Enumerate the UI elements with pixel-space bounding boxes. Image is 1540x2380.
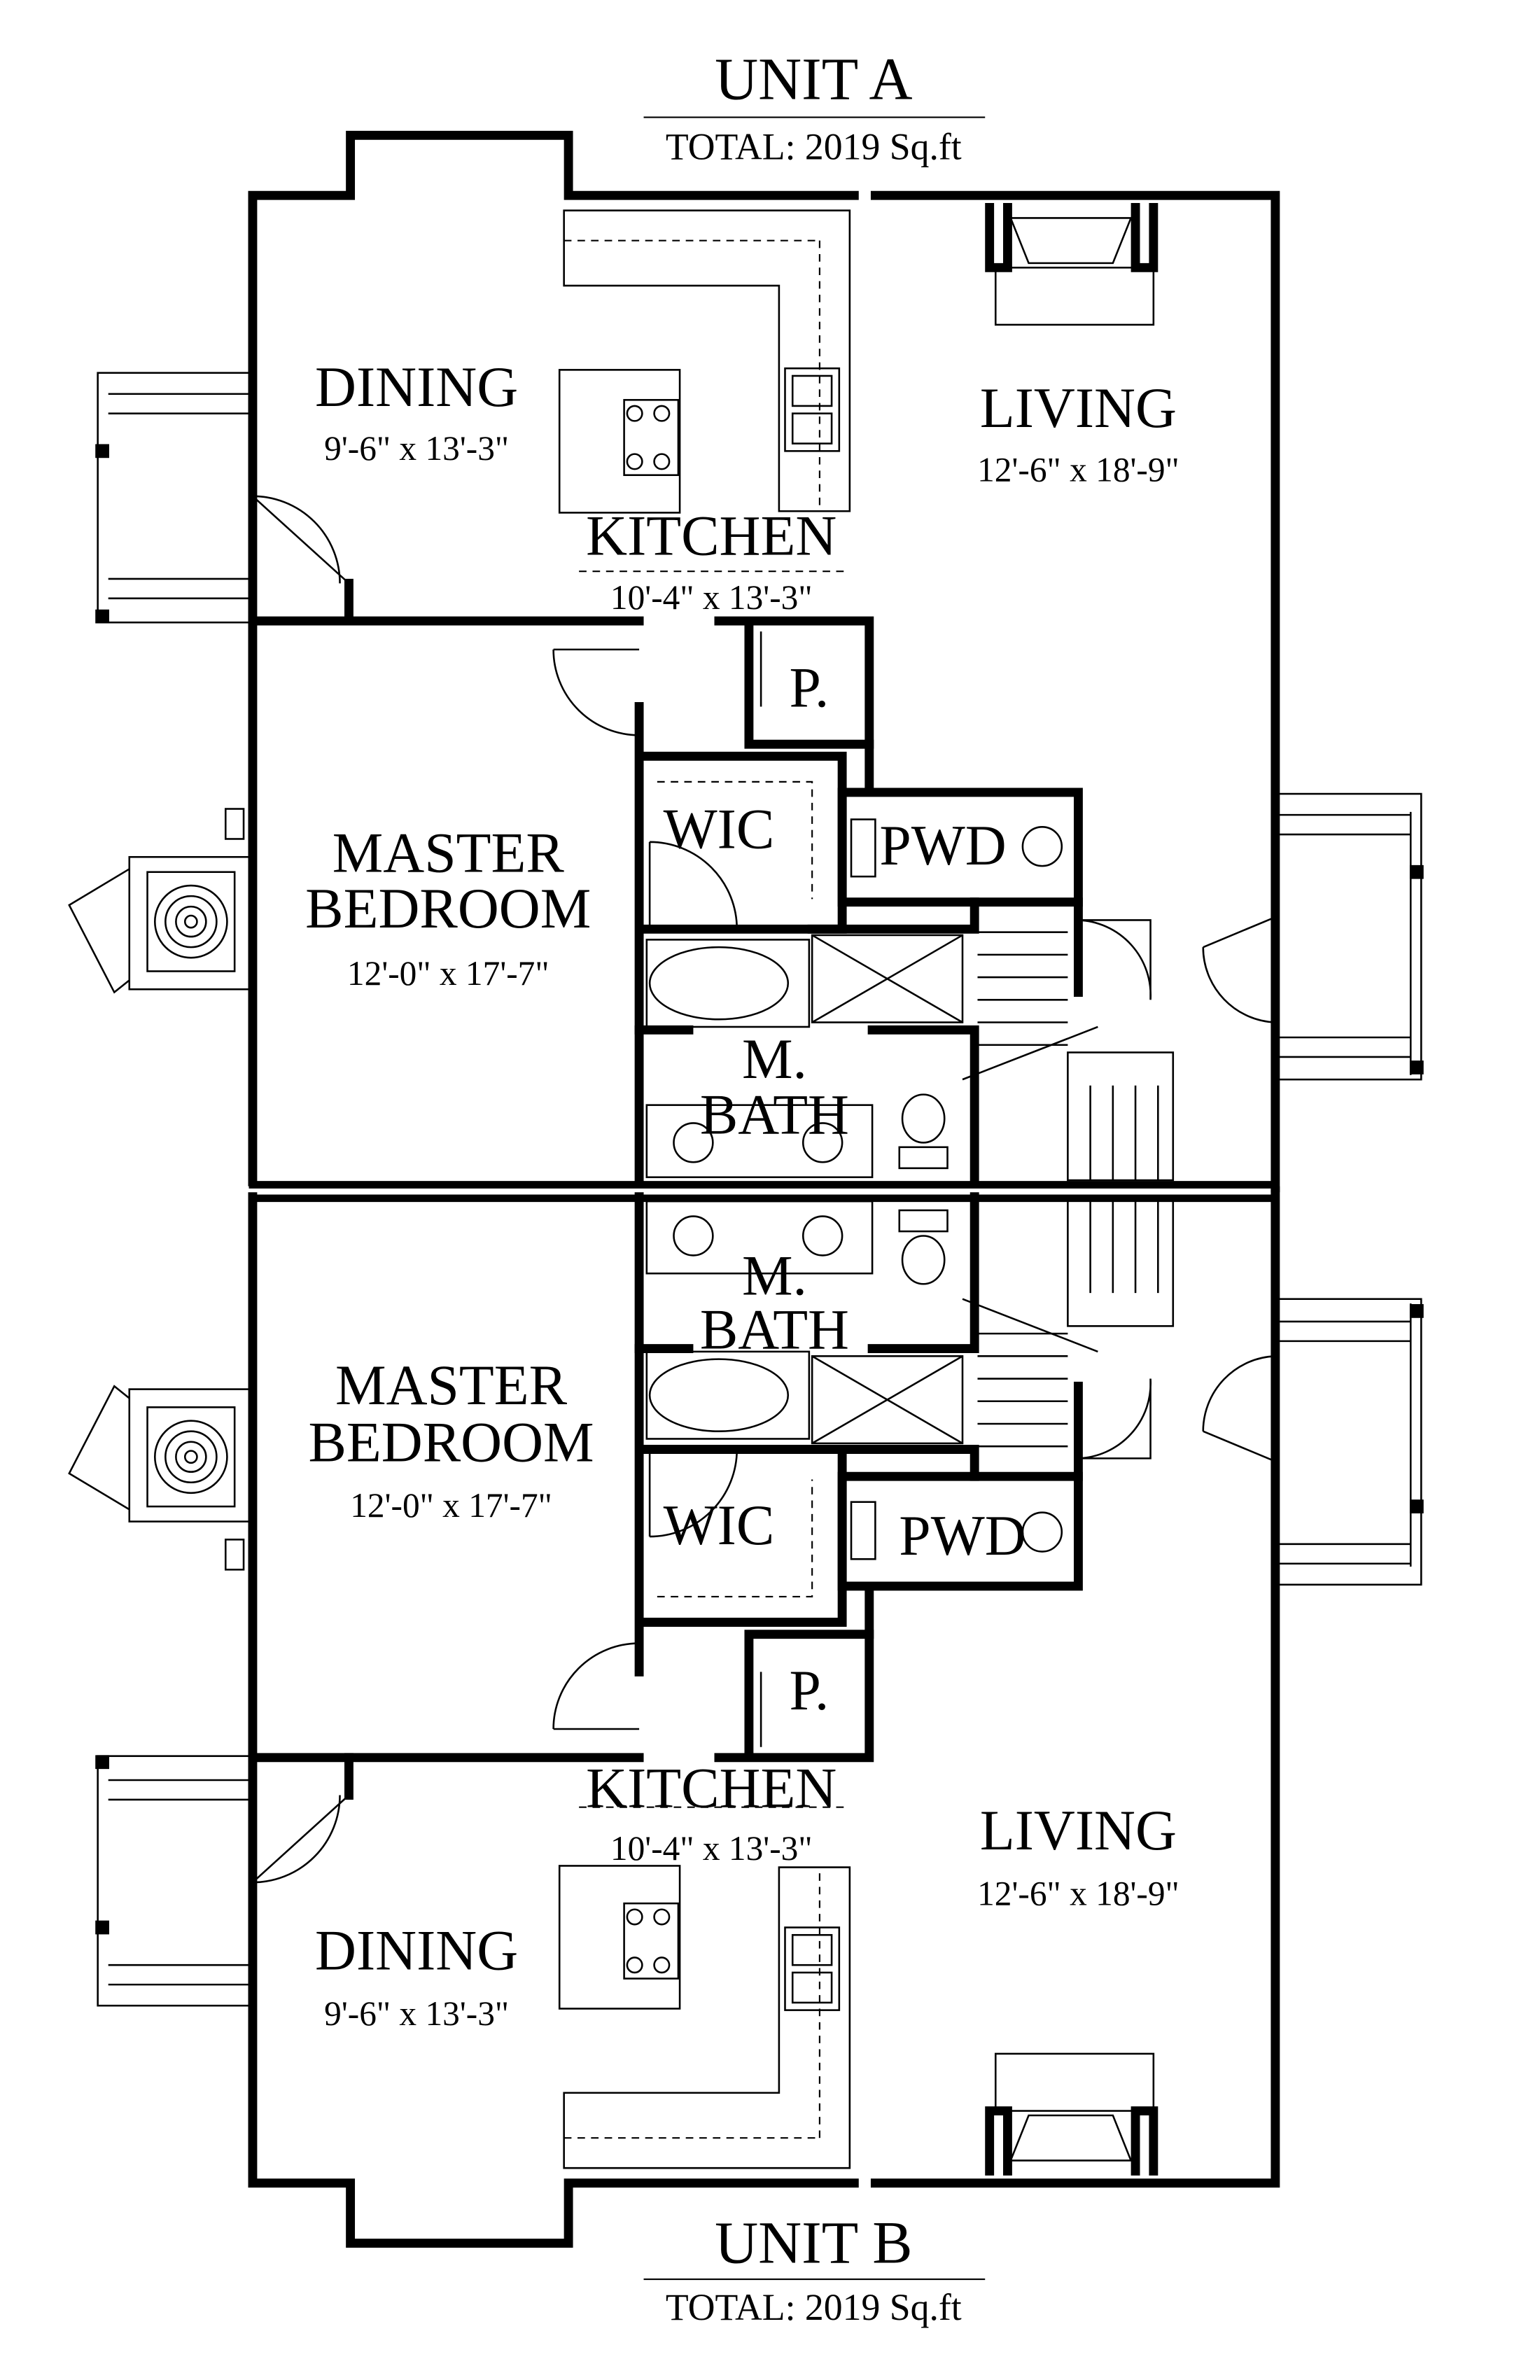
unit-a-master-bath-label-2: BATH	[700, 1082, 849, 1146]
unit-b-master-bedroom-size: 12'-0" x 17'-7"	[350, 1486, 552, 1525]
party-wall	[248, 1181, 1280, 1203]
unit-a-living-label: LIVING	[980, 376, 1177, 440]
unit-a-master-bedroom-label-1: MASTER	[332, 821, 565, 885]
unit-a-living-size: 12'-6" x 18'-9"	[977, 450, 1180, 489]
unit-a-kitchen-label: KITCHEN	[586, 504, 836, 568]
unit-a-master-bedroom-size: 12'-0" x 17'-7"	[347, 954, 550, 993]
unit-a-master-bedroom-label-2: BEDROOM	[305, 876, 591, 940]
unit-b-master-bedroom-label-1: MASTER	[335, 1353, 568, 1417]
unit-b-dining-label: DINING	[315, 1919, 518, 1982]
unit-b-living-label: LIVING	[980, 1798, 1177, 1862]
unit-b-living-size: 12'-6" x 18'-9"	[977, 1874, 1180, 1912]
unit-b-kitchen-label: KITCHEN	[586, 1756, 836, 1820]
unit-b-dining-size: 9'-6" x 13'-3"	[324, 1994, 509, 2033]
unit-b-title: UNIT B	[715, 2208, 912, 2276]
unit-b-total: TOTAL: 2019 Sq.ft	[666, 2286, 962, 2328]
unit-b-pwd-label: PWD	[899, 1504, 1026, 1567]
unit-a-kitchen-size: 10'-4" x 13'-3"	[610, 578, 813, 617]
unit-b-wic-label: WIC	[664, 1493, 775, 1557]
unit-a-wic-label: WIC	[664, 797, 775, 860]
unit-a-dining-label: DINING	[315, 355, 518, 419]
unit-a-pantry-label: P.	[789, 655, 829, 719]
unit-b-pantry-label: P.	[789, 1658, 829, 1722]
unit-a-pwd-label: PWD	[879, 813, 1006, 877]
unit-a-total: TOTAL: 2019 Sq.ft	[666, 126, 962, 168]
unit-b-master-bath-label-2: BATH	[700, 1298, 849, 1362]
unit-b-kitchen-size: 10'-4" x 13'-3"	[610, 1829, 813, 1868]
unit-a-dining-size: 9'-6" x 13'-3"	[324, 429, 509, 468]
unit-b-master-bath-label-1: M.	[742, 1243, 807, 1307]
unit-a-title: UNIT A	[715, 46, 912, 113]
unit-a-master-bath-label-1: M.	[742, 1027, 807, 1091]
unit-b-master-bedroom-label-2: BEDROOM	[308, 1410, 594, 1474]
